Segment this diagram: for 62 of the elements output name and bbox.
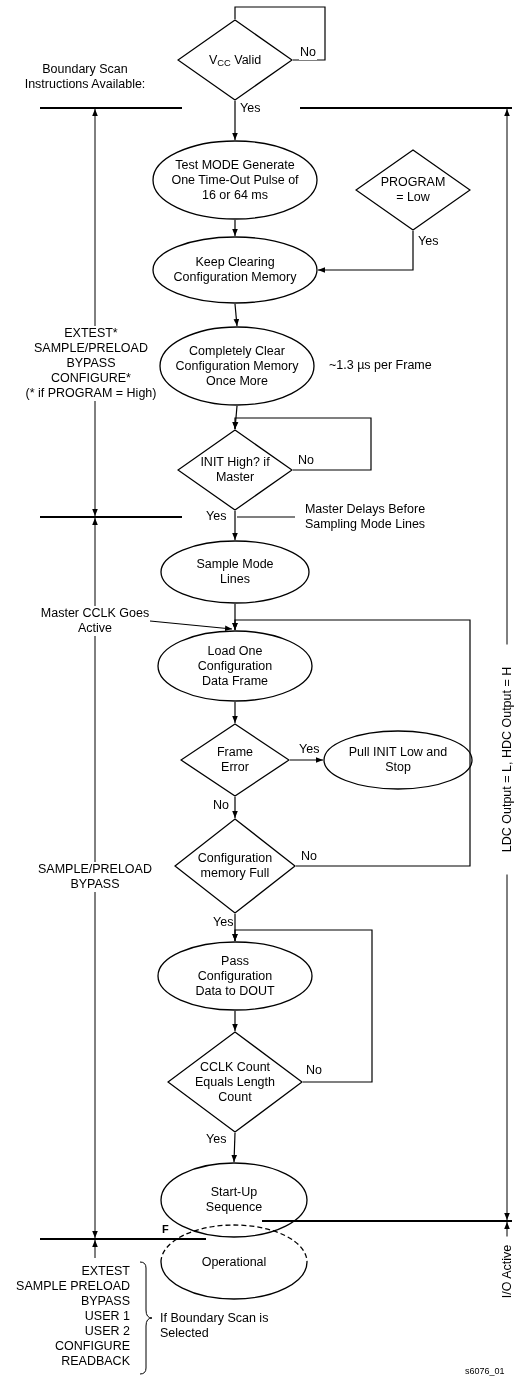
node-text: Keep Clearing Configuration Memory [172,255,298,285]
process-ellipse [157,941,313,1011]
node-text: PROGRAM = Low [379,175,447,205]
node-text: Pass Configuration Data to DOUT [194,953,276,999]
arrow [232,219,238,237]
figure-id: s6076_01 [465,1366,505,1377]
node-text: Configuration memory Full [196,851,274,881]
decision-diamond [355,149,471,231]
process-ellipse [160,540,310,604]
process-ellipse [152,236,318,304]
instruction-text: SAMPLE PRELOAD [15,1279,130,1294]
arrow [232,929,373,1083]
instruction-text: SAMPLE/PRELOAD [35,862,155,877]
node-text: Test MODE Generate One Time-Out Pulse of 16 or 64 ms [170,157,300,203]
decision-diamond [177,19,293,101]
instruction-text: USER 2 [83,1324,130,1339]
process-ellipse [160,1224,308,1300]
edge-label: No [299,45,317,60]
node-text: Completely Clear Configuration Memory Once More [174,343,300,389]
marker-letter: F [162,1222,169,1237]
arrow [232,796,238,819]
arrow [232,701,238,724]
arrow [232,510,238,541]
node-text: CCLK Count Equals Length Count [194,1059,276,1105]
process-ellipse [323,730,473,790]
node-text: Master CCLK Goes Active [40,606,150,636]
node-text: Frame Error [215,745,255,775]
heading-text: Boundary Scan Instructions Available: [23,62,147,92]
connector-line [234,6,326,61]
arrow [231,1132,238,1163]
signal-text: LDC Output = L, HDC Output = H [499,644,515,875]
decision-diamond [167,1031,303,1133]
decision-diamond [174,818,296,914]
note-text: ~1.3 µs per Frame [329,358,432,373]
note-text: If Boundary Scan is Selected [160,1311,270,1341]
instruction-text: CONFIGURE [54,1339,130,1354]
arrow [232,417,372,471]
arrow [233,303,240,327]
node-text: Sample Mode Lines [195,557,275,587]
node-text: Operational [200,1254,268,1270]
instruction-text: (* if PROGRAM = High) [24,386,158,401]
process-ellipse [157,630,313,702]
node-text: INIT High? if Master [200,455,270,485]
decision-diamond [177,429,293,511]
arrow [232,619,471,867]
process-ellipse [152,140,318,220]
arrow [232,100,238,141]
instruction-text: EXTEST [80,1264,130,1279]
instruction-text: USER 1 [83,1309,130,1324]
decision-diamond [180,723,290,797]
arrow [232,1010,238,1032]
arrow [289,757,324,763]
node-text: Pull INIT Low and Stop [348,745,448,775]
instruction-text: BYPASS [79,1294,130,1309]
connector-line [236,516,296,518]
node-text: Start-Up Sequence [204,1185,264,1215]
process-ellipse [160,1162,308,1238]
arrow [149,620,233,632]
node-text: V$_{CC}$ Valid [207,52,263,68]
node-text: Load One Configuration Data Frame [196,643,274,689]
instruction-text: READBACK [60,1354,130,1369]
arrow [317,230,414,273]
